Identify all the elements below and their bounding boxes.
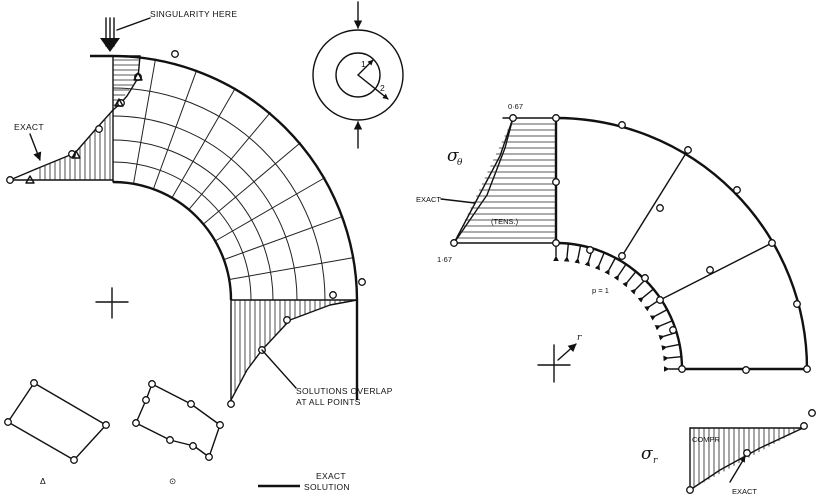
- singularity-load-arrows: [100, 17, 151, 52]
- mesh-node: [450, 239, 458, 247]
- mesh-arc: [112, 139, 274, 301]
- value-bottom-label: 1·67: [437, 255, 452, 264]
- mesh-radial: [152, 69, 198, 190]
- pressure-arrow: [661, 343, 681, 351]
- sigma-r-subscript: r: [653, 456, 658, 466]
- right-outer-boundary: [555, 116, 809, 371]
- mesh-radial: [229, 256, 355, 281]
- value-top-label: 0·67: [508, 102, 523, 111]
- pressure-arrow: [663, 355, 683, 362]
- pressure-label: p = 1: [592, 286, 609, 295]
- mesh-node: [618, 252, 626, 260]
- element-a-diagram: [4, 379, 110, 464]
- pressure-arrow: [613, 263, 627, 281]
- pressure-arrow: [604, 257, 617, 276]
- mesh-node: [803, 365, 811, 373]
- inset-radius-inner: 1: [361, 59, 366, 69]
- right-inner-boundary: [555, 241, 684, 370]
- singularity-label: SINGULARITY HERE: [150, 9, 237, 19]
- sigma-r-diagram: [686, 409, 816, 494]
- mesh-arc: [112, 87, 326, 301]
- element-a-symbol: Δ: [40, 476, 46, 486]
- exact-bottom-label: EXACT: [732, 487, 757, 496]
- mesh-arc: [112, 161, 252, 301]
- element-b-symbol: ⊙: [169, 476, 176, 486]
- left-top-stress-diagram: [112, 55, 141, 183]
- left-exact-label: EXACT: [14, 122, 44, 132]
- mesh-node: [669, 326, 677, 334]
- mesh-node: [552, 239, 560, 247]
- mesh-node: [678, 365, 686, 373]
- left-centre-cross: [95, 287, 129, 319]
- sigma-theta-subscript: θ: [457, 158, 463, 168]
- left-inner-boundary: [112, 180, 233, 301]
- pressure-arrow: [563, 242, 570, 262]
- bottom-stress-diagram: [230, 299, 358, 401]
- pressure-arrow: [594, 251, 605, 271]
- right-centre-cross: [537, 343, 577, 383]
- pressure-arrow: [574, 244, 582, 264]
- overlap-label-line2: AT ALL POINTS: [296, 397, 361, 407]
- mesh-radial: [188, 111, 271, 210]
- right-sigma-theta-diagram: [453, 117, 557, 244]
- pressure-arrow: [649, 308, 668, 321]
- mesh-node: [706, 266, 714, 274]
- element-b-diagram: [132, 380, 224, 461]
- inset-ring-diagram: [312, 1, 404, 149]
- mesh-node: [586, 246, 594, 254]
- right-mesh-nodes: [450, 114, 811, 374]
- left-quarter-ring-mesh: [90, 54, 359, 400]
- overlap-label-line1: SOLUTIONS OVERLAP: [296, 386, 393, 396]
- mesh-node: [618, 121, 626, 129]
- mesh-radial: [203, 142, 302, 225]
- mesh-node: [641, 274, 649, 282]
- mesh-node: [733, 186, 741, 194]
- mesh-node: [684, 146, 692, 154]
- left-sample-nodes: [6, 50, 366, 408]
- mesh-node: [793, 300, 801, 308]
- mesh-arc: [112, 115, 298, 301]
- pressure-arrow: [654, 320, 674, 331]
- mesh-radial: [132, 58, 157, 184]
- pressure-arrows: [553, 242, 683, 372]
- sigma-r-symbol: σ: [641, 444, 653, 464]
- mesh-node: [742, 366, 750, 374]
- right-exact-label: EXACT: [416, 195, 441, 204]
- inset-radius-outer: 2: [380, 83, 385, 93]
- triangle-markers: [25, 72, 143, 184]
- left-outer-boundary: [90, 54, 359, 400]
- mesh-node: [509, 114, 517, 122]
- compression-label: COMPR: [692, 435, 721, 444]
- radial-axis-label: r: [577, 333, 582, 343]
- tension-label: (TENS.): [491, 217, 519, 226]
- left-side-stress-diagram: [9, 109, 114, 181]
- mesh-node: [656, 204, 664, 212]
- pressure-arrow: [637, 288, 655, 303]
- sigma-theta-symbol: σ: [447, 146, 459, 166]
- mesh-radial: [171, 87, 236, 199]
- legend-line1: EXACT: [316, 471, 346, 481]
- pressure-arrow: [622, 270, 637, 288]
- mesh-node: [768, 239, 776, 247]
- legend-line2: SOLUTION: [304, 482, 350, 492]
- mesh-node: [656, 296, 664, 304]
- mesh-node: [552, 178, 560, 186]
- mesh-radial: [214, 177, 326, 242]
- mesh-node: [552, 114, 560, 122]
- mesh-radial: [223, 215, 344, 261]
